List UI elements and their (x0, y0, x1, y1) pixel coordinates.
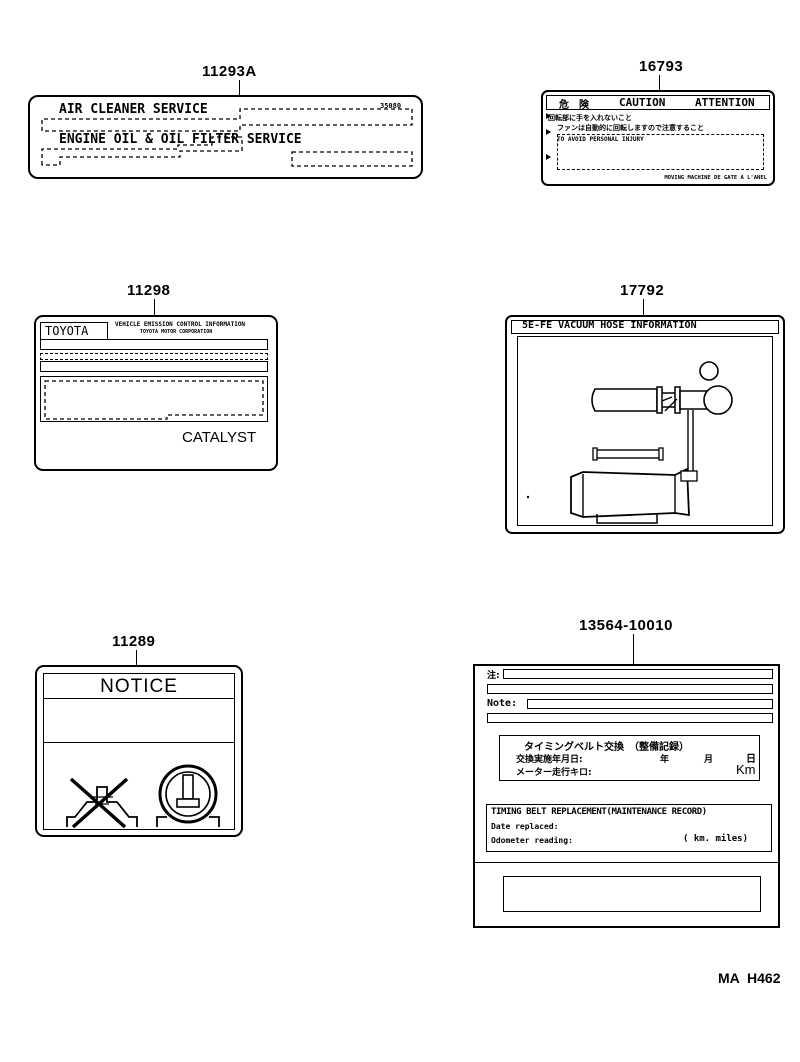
leader-line (659, 75, 660, 91)
part-number: 17792 (620, 282, 665, 299)
leader-line (154, 299, 155, 316)
info-box (40, 376, 268, 422)
jp-date-label: 交換実施年月日: (516, 755, 583, 765)
en-date-label: Date replaced: (491, 822, 559, 831)
toyota-brand: TOYOTA (45, 324, 89, 338)
part-number: 11293A (202, 63, 257, 80)
allowed-cap-icon (156, 764, 220, 827)
jp-record-box: タイミングベルト交換 （整備記録） 交換実施年月日: 年 月 日 メーター走行キ… (499, 735, 760, 781)
notice-title: NOTICE (100, 676, 178, 697)
label-outline: 危 険 CAUTION ATTENTION 回転部に手を入れないこと ファンは自… (541, 90, 775, 186)
label-outline: AIR CLEANER SERVICE 35080 ENGINE OIL & O… (28, 95, 423, 179)
jp-line-2: ファンは自動的に回転しますので注意すること (557, 124, 704, 132)
arrow-icons (546, 113, 551, 160)
jp-month: 月 (704, 755, 714, 765)
info-line-2 (40, 353, 268, 360)
vacuum-title: 5E-FE VACUUM HOSE INFORMATION (522, 320, 697, 331)
diagram-frame (517, 336, 773, 526)
divider-line (475, 862, 778, 863)
dashed-fields (41, 108, 413, 167)
label-outline: 注: Note: タイミングベルト交換 （整備記録） 交換実施年月日: 年 月 … (473, 664, 780, 928)
jp-record-title: タイミングベルト交換 （整備記録） (524, 742, 689, 753)
dashed-area (44, 380, 264, 420)
leader-line (136, 650, 137, 666)
part-number: 13564-10010 (579, 617, 673, 634)
note-line-4 (487, 713, 773, 723)
leader-line (643, 299, 644, 316)
jp-meter-label: メーター走行キロ: (516, 768, 592, 778)
title-bar: 5E-FE VACUUM HOSE INFORMATION (511, 320, 779, 334)
leader-line (633, 634, 634, 665)
label-outline: 5E-FE VACUUM HOSE INFORMATION (505, 315, 785, 534)
label-outline: NOTICE (35, 665, 243, 837)
note-jp: 注: (487, 671, 500, 681)
en-units: ( km. miles) (683, 834, 749, 844)
attention-word: ATTENTION (695, 96, 755, 109)
note-en: Note: (487, 698, 518, 709)
en-odo-label: Odometer reading: (491, 836, 573, 845)
en-line-1: TO AVOID PERSONAL INJURY (557, 136, 644, 143)
brand-box: TOYOTA (40, 322, 108, 340)
en-record-box: TIMING BELT REPLACEMENT(MAINTENANCE RECO… (486, 804, 772, 852)
leader-line (239, 80, 240, 96)
en-record-title: TIMING BELT REPLACEMENT(MAINTENANCE RECO… (491, 807, 707, 817)
jp-km: Km (736, 762, 756, 777)
header-small-2: TOYOTA MOTOR CORPORATION (140, 329, 213, 335)
dashed-field (557, 134, 764, 170)
caution-word: CAUTION (619, 96, 666, 109)
notice-header: NOTICE (44, 674, 234, 699)
vacuum-hose-diagram (526, 361, 733, 524)
bottom-text: MOVING MACHINE DE GATE A L'ANEL (664, 175, 767, 181)
caution-header: 危 険 CAUTION ATTENTION (546, 95, 770, 111)
label-code: 35080 (380, 102, 402, 110)
label-outline: TOYOTA VEHICLE EMISSION CONTROL INFORMAT… (34, 315, 278, 471)
inner-frame: NOTICE (43, 673, 235, 830)
diagram-code: MA H462 (718, 970, 781, 986)
air-cleaner-text: AIR CLEANER SERVICE (59, 102, 208, 117)
engine-oil-text: ENGINE OIL & OIL FILTER SERVICE (59, 132, 302, 147)
notice-icons (66, 764, 220, 829)
catalyst-text: CATALYST (182, 429, 257, 446)
blank-box (503, 876, 761, 912)
note-line-3 (527, 699, 773, 709)
info-line-3 (40, 361, 268, 372)
jp-year: 年 (660, 755, 670, 765)
header-small-1: VEHICLE EMISSION CONTROL INFORMATION (115, 321, 246, 328)
part-number: 11298 (127, 282, 171, 299)
part-number: 11289 (112, 633, 156, 650)
note-line-2 (487, 684, 773, 694)
jp-line-1: 回転部に手を入れないこと (548, 114, 632, 122)
jp-day: 日 (746, 754, 756, 765)
part-number: 16793 (639, 58, 684, 75)
prohibited-cap-icon (66, 777, 138, 829)
divider-line (44, 742, 234, 743)
danger-jp: 危 険 (559, 100, 589, 111)
info-line-1 (40, 339, 268, 350)
note-line-1 (503, 669, 773, 679)
